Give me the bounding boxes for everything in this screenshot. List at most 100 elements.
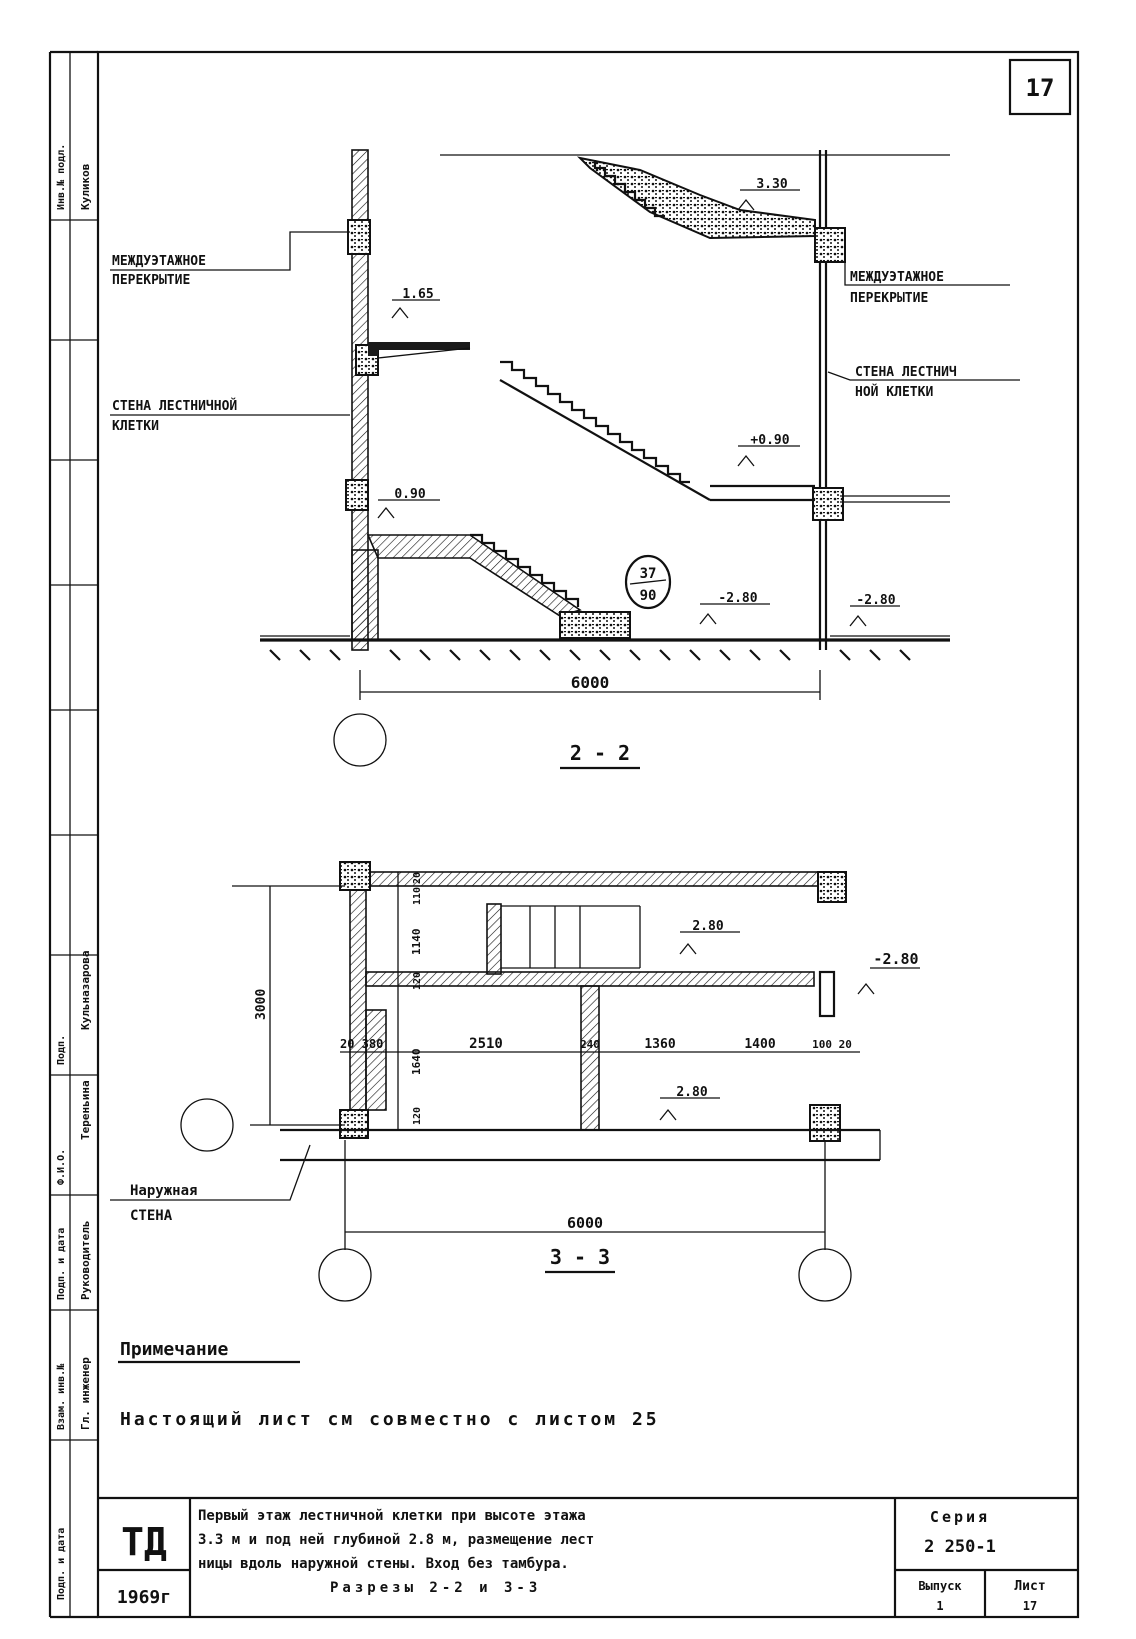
issue-label: Выпуск	[918, 1579, 962, 1593]
axis-bubble-lower-left	[318, 1248, 372, 1302]
svg-text:1400: 1400	[744, 1037, 775, 1052]
left-landing	[368, 342, 470, 356]
elev-mid-landing: +0.90	[737, 433, 800, 467]
title-year: 1969г	[117, 1587, 171, 1608]
title-desc-2: ницы вдоль наружной стены. Вход без тамб…	[198, 1556, 569, 1572]
column-bottom-right	[809, 1104, 841, 1142]
column-bottom-left	[339, 1109, 369, 1139]
stamp-col1-0: Инв.№ подл.	[56, 144, 67, 210]
svg-text:2510: 2510	[469, 1036, 503, 1052]
svg-text:-2.80: -2.80	[873, 950, 918, 968]
lower-flight	[366, 534, 582, 617]
svg-text:НОЙ КЛЕТКИ: НОЙ КЛЕТКИ	[855, 384, 933, 400]
title-block: ТД 1969г Первый этаж лестничной клетки п…	[98, 1496, 1078, 1617]
elev-entrance: 0.90	[377, 487, 440, 519]
elev-floor-right: -2.80	[849, 593, 900, 627]
left-wall	[351, 149, 369, 651]
svg-text:СТЕНА: СТЕНА	[130, 1208, 173, 1224]
slab-right-upper	[814, 227, 846, 263]
detail-badge	[624, 554, 672, 610]
section-lower-title: 3 - 3	[550, 1245, 610, 1269]
sheet-number-box: 17	[1008, 58, 1072, 116]
series-label: Серия	[930, 1508, 990, 1526]
title-desc-0: Первый этаж лестничной клетки при высоте…	[198, 1508, 586, 1524]
stamp-col2-3: Руководитель	[79, 1221, 92, 1300]
callout-slab-right: МЕЖДУЭТАЖНОЕ ПЕРЕКРЫТИЕ	[844, 238, 1010, 306]
note-text: Настоящий лист см совместно с листом 25	[120, 1409, 660, 1430]
sheet-number: 17	[1026, 74, 1055, 102]
badge-bottom: 90	[640, 588, 657, 604]
svg-text:ПЕРЕКРЫТИЕ: ПЕРЕКРЫТИЕ	[850, 291, 928, 306]
note-block: Примечание Настоящий лист см совместно с…	[118, 1339, 660, 1430]
svg-text:3.30: 3.30	[756, 177, 787, 192]
elev-lower-right: -2.80	[857, 950, 920, 995]
elev-lower-upper: 2.80	[679, 919, 740, 955]
svg-text:20: 20	[412, 872, 423, 884]
stamp-col1-1: Подп. и дата	[56, 1528, 67, 1600]
callout-stair-wall-right: СТЕНА ЛЕСТНИЧ НОЙ КЛЕТКИ	[827, 365, 1020, 400]
svg-text:СТЕНА ЛЕСТНИЧ: СТЕНА ЛЕСТНИЧ	[855, 365, 957, 380]
stamp-col2-4: Гл. инженер	[79, 1357, 92, 1430]
svg-text:КЛЕТКИ: КЛЕТКИ	[112, 419, 159, 434]
svg-text:0.90: 0.90	[394, 487, 425, 502]
svg-text:2.80: 2.80	[692, 919, 723, 934]
sheet-label: Лист	[1014, 1579, 1045, 1594]
svg-text:100 20: 100 20	[812, 1038, 852, 1051]
stamp-col1-2: Взам. инв.№	[56, 1363, 67, 1430]
elev-left-landing: 1.65	[391, 287, 440, 319]
issue-value: 1	[936, 1599, 943, 1613]
svg-text:2.80: 2.80	[676, 1085, 707, 1100]
badge-top: 37	[640, 566, 657, 582]
svg-text:120: 120	[412, 1107, 423, 1125]
svg-text:120: 120	[412, 972, 423, 990]
svg-text:СТЕНА ЛЕСТНИЧНОЙ: СТЕНА ЛЕСТНИЧНОЙ	[112, 398, 237, 414]
title-desc-1: 3.3 м и под ней глубиной 2.8 м, размещен…	[198, 1532, 594, 1548]
elev-lower-lower: 2.80	[659, 1085, 720, 1121]
svg-text:1140: 1140	[410, 929, 423, 956]
svg-text:1360: 1360	[644, 1037, 675, 1052]
upper-flight	[576, 156, 816, 240]
dim-height-3000: 3000	[254, 989, 269, 1020]
svg-text:240: 240	[580, 1038, 600, 1051]
stamp-col2-1: Кульназарова	[79, 951, 92, 1030]
svg-text:МЕЖДУЭТАЖНОЕ: МЕЖДУЭТАЖНОЕ	[850, 270, 944, 285]
slab-left-upper	[347, 219, 371, 255]
section-upper-title: 2 - 2	[570, 741, 630, 765]
svg-text:Наружная: Наружная	[130, 1183, 197, 1199]
callout-stair-wall-left: СТЕНА ЛЕСТНИЧНОЙ КЛЕТКИ	[110, 398, 350, 434]
svg-text:МЕЖДУЭТАЖНОЕ: МЕЖДУЭТАЖНОЕ	[112, 254, 206, 269]
left-stamp: Инв.№ подл. Подп. и дата Взам. инв.№ Под…	[50, 144, 98, 1600]
column-top-right	[817, 871, 847, 903]
axis-bubble-lower-right	[798, 1248, 852, 1302]
svg-text:ПЕРЕКРЫТИЕ: ПЕРЕКРЫТИЕ	[112, 273, 190, 288]
svg-text:-2.80: -2.80	[718, 591, 757, 606]
stamp-col2-2: Тереньина	[79, 1080, 92, 1140]
elev-top-landing: 3.30	[737, 177, 800, 211]
title-desc-3: Разрезы 2-2 и 3-3	[330, 1580, 541, 1596]
column-top-left	[339, 861, 371, 891]
svg-text:-2.80: -2.80	[856, 593, 895, 608]
callout-outer-wall: Наружная СТЕНА	[110, 1144, 311, 1224]
svg-text:110: 110	[412, 887, 423, 905]
section-3-3: 3000 20 110 1140 120 1640 120 20 380 251…	[110, 861, 920, 1302]
stamp-col1-4: Ф.И.О.	[56, 1149, 67, 1185]
axis-bubble-lower-mid	[180, 1098, 234, 1152]
sheet-frame	[48, 50, 1080, 1619]
middle-flight	[500, 360, 690, 484]
lower-landing-block	[559, 611, 631, 639]
stamp-col1-3: Подп. и дата	[56, 1228, 67, 1300]
title-org: ТД	[121, 1520, 167, 1564]
callout-slab-left: МЕЖДУЭТАЖНОЕ ПЕРЕКРЫТИЕ	[110, 231, 350, 288]
stamp-col2-0: Куликов	[79, 164, 92, 210]
svg-text:1640: 1640	[410, 1049, 423, 1076]
svg-text:+0.90: +0.90	[750, 433, 789, 448]
dim-upper-6000: 6000	[571, 673, 610, 692]
dim-lower-6000: 6000	[567, 1214, 603, 1232]
section-2-2: 6000 2 - 2 37 90 3.30 1.65 +0.90 0.	[110, 149, 1020, 770]
elev-floor-mid: -2.80	[699, 591, 770, 625]
left-foundation	[351, 549, 379, 641]
svg-text:1.65: 1.65	[402, 287, 433, 302]
svg-text:20 380: 20 380	[340, 1037, 383, 1051]
sheet-value: 17	[1023, 1599, 1037, 1613]
